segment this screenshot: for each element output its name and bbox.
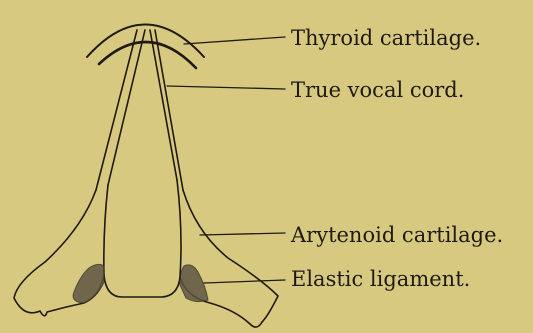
thyroid-cartilage-inner-arc [99, 42, 196, 68]
left-elastic-ligament [73, 264, 104, 303]
leader-line-thyroid [184, 37, 285, 44]
leader-line-elastic [204, 280, 285, 283]
leader-line-arytenoid [200, 233, 285, 235]
leader-line-vocal-cord [167, 86, 285, 89]
label-elastic-ligament: Elastic ligament. [291, 269, 470, 290]
label-arytenoid-cartilage: Arytenoid cartilage. [291, 225, 503, 246]
left-vocal-cord-outer [96, 30, 137, 190]
label-true-vocal-cord: True vocal cord. [291, 80, 464, 101]
right-vocal-cord-inner [150, 30, 177, 180]
glottis-opening [104, 180, 181, 297]
right-arytenoid-cartilage [180, 190, 278, 327]
label-thyroid-cartilage: Thyroid cartilage. [291, 28, 481, 49]
